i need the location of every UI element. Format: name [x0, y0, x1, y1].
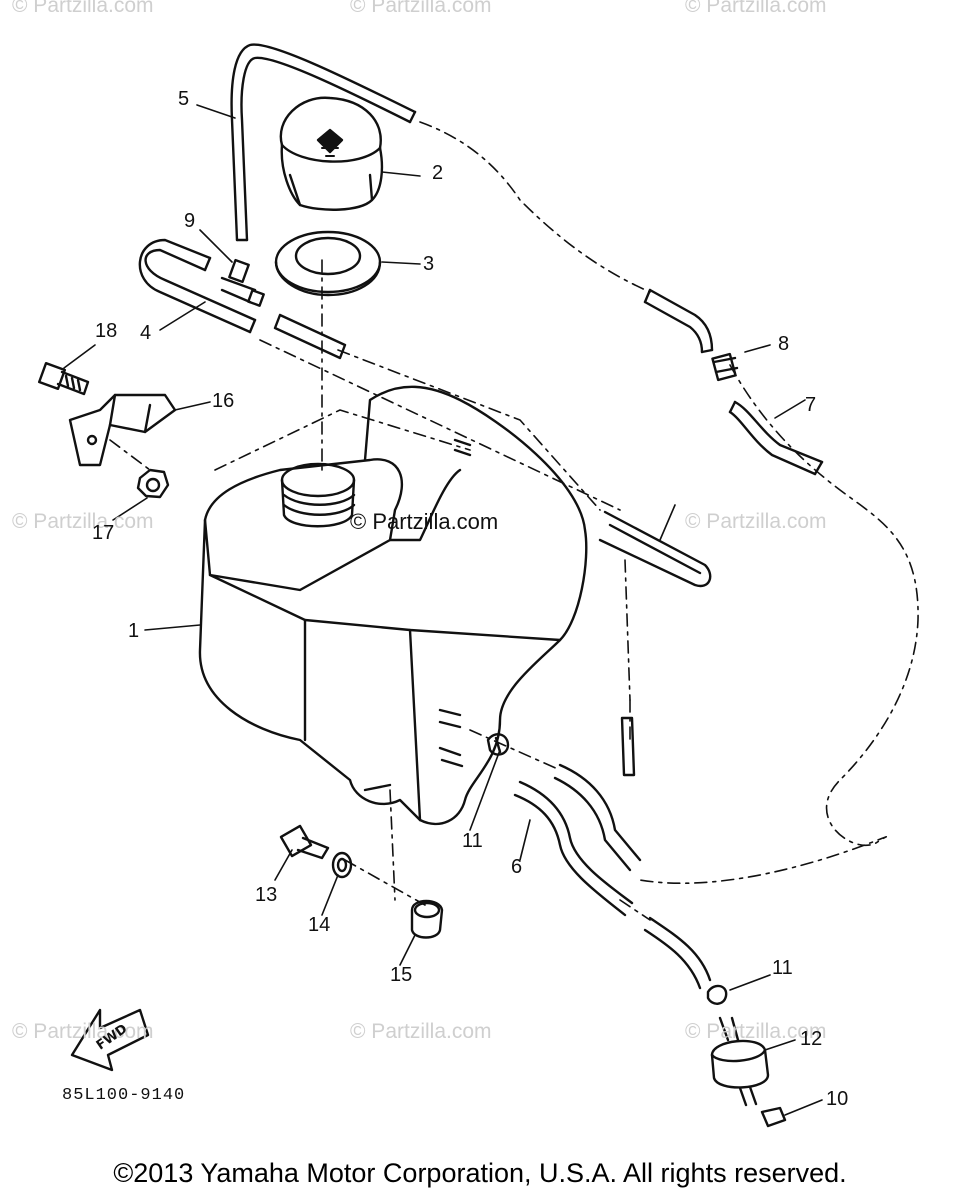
- hose-4: [138, 238, 347, 360]
- clamp-11-lower: [706, 984, 728, 1005]
- filler-cap-2: [279, 96, 384, 211]
- hose-6: [513, 763, 642, 917]
- watermark-top-right: © Partzilla.com: [685, 0, 827, 17]
- part-code: 85L100-9140: [62, 1086, 186, 1105]
- tank-1: [198, 385, 588, 826]
- callout-14: 14: [308, 914, 331, 936]
- leader-lines: [63, 104, 823, 1116]
- callout-7: 7: [805, 394, 817, 416]
- hose-7: [728, 400, 824, 476]
- fitting-8: [711, 352, 739, 382]
- watermark-center: © Partzilla.com: [350, 509, 499, 534]
- bolt-13: [279, 824, 330, 860]
- assembly-dash-lines: [109, 121, 919, 921]
- watermark-top-left: © Partzilla.com: [12, 0, 154, 17]
- fwd-arrow-icon: [70, 1008, 150, 1072]
- bracket-16: [68, 393, 177, 467]
- callout-17: 17: [92, 522, 115, 544]
- callout-16: 16: [212, 390, 235, 412]
- t-joint-9: [220, 258, 265, 307]
- bolt-18: [37, 361, 90, 396]
- watermark-bottom-center: © Partzilla.com: [350, 1020, 492, 1043]
- clip-10: [760, 1106, 787, 1128]
- callout-4: 4: [140, 322, 152, 344]
- callout-15: 15: [390, 964, 413, 986]
- callout-11-upper: 11: [462, 830, 483, 852]
- hose-segment-upper: [643, 288, 714, 354]
- grommet-15: [410, 899, 444, 939]
- hose-filter: [643, 916, 712, 990]
- nut-17: [136, 468, 170, 499]
- callout-11-lower: 11: [772, 957, 793, 979]
- hose-vertical: [620, 716, 636, 777]
- watermark-bottom-right: © Partzilla.com: [685, 1020, 827, 1043]
- filter-12: [710, 1016, 770, 1107]
- callout-9: 9: [184, 210, 196, 232]
- callout-6: 6: [511, 856, 523, 878]
- watermark-top-center: © Partzilla.com: [350, 0, 492, 17]
- hose-overflow: [598, 510, 712, 588]
- callout-5: 5: [178, 88, 190, 110]
- gasket-3: [274, 230, 382, 297]
- callout-1: 1: [128, 620, 140, 642]
- callout-2: 2: [432, 162, 444, 184]
- watermark-bottom-left: © Partzilla.com: [12, 1020, 154, 1043]
- callout-10: 10: [826, 1088, 849, 1110]
- washer-14: [331, 851, 353, 879]
- watermark-mid-right: © Partzilla.com: [685, 510, 827, 533]
- callout-12: 12: [800, 1028, 823, 1050]
- callout-18: 18: [95, 320, 118, 342]
- hose-5: [230, 43, 417, 242]
- callout-3: 3: [423, 253, 435, 275]
- watermark-mid-left: © Partzilla.com: [12, 510, 154, 533]
- copyright-notice: ©2013 Yamaha Motor Corporation, U.S.A. A…: [113, 1158, 847, 1188]
- callout-13: 13: [255, 884, 278, 906]
- callout-8: 8: [778, 333, 790, 355]
